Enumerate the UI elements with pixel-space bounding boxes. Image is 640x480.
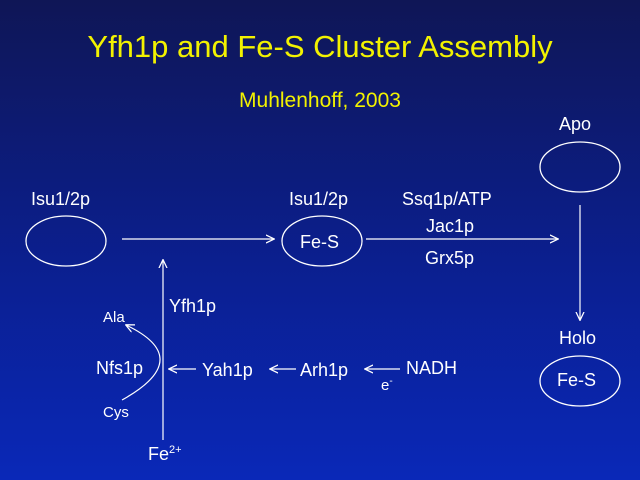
label-isu-mid: Isu1/2p bbox=[289, 189, 349, 209]
label-iron: Fe2+ bbox=[148, 444, 182, 464]
label-yah1p: Yah1p bbox=[202, 360, 253, 380]
electron-superscript: - bbox=[389, 376, 393, 387]
label-apo: Apo bbox=[559, 114, 592, 134]
isu-mid-oval bbox=[281, 215, 363, 267]
label-yfh1p: Yfh1p bbox=[169, 296, 217, 316]
label-isu-left: Isu1/2p bbox=[31, 189, 91, 209]
label-electron: e- bbox=[381, 376, 393, 394]
label-arh1p: Arh1p bbox=[300, 360, 349, 380]
apo-oval bbox=[539, 141, 621, 193]
arrow-cys-to-ala bbox=[121, 325, 161, 401]
iron-superscript: 2+ bbox=[169, 444, 182, 456]
iron-base: Fe bbox=[148, 444, 170, 464]
isu-left-oval bbox=[25, 215, 107, 267]
label-grx5p: Grx5p bbox=[425, 248, 475, 268]
holo-oval bbox=[539, 355, 621, 407]
label-cys: Cys bbox=[103, 404, 129, 421]
label-holo: Holo bbox=[559, 328, 597, 348]
label-fes-mid: Fe-S bbox=[300, 232, 340, 252]
label-ala: Ala bbox=[103, 309, 125, 326]
electron-base: e bbox=[381, 377, 390, 394]
label-fes-holo: Fe-S bbox=[557, 370, 597, 390]
label-nfs1p: Nfs1p bbox=[96, 358, 144, 378]
label-nadh: NADH bbox=[406, 358, 458, 378]
slide-subtitle: Muhlenhoff, 2003 bbox=[239, 89, 401, 112]
label-jac1p: Jac1p bbox=[426, 216, 475, 236]
label-ssq1p-atp: Ssq1p/ATP bbox=[402, 189, 492, 209]
slide-title: Yfh1p and Fe-S Cluster Assembly bbox=[87, 29, 553, 64]
